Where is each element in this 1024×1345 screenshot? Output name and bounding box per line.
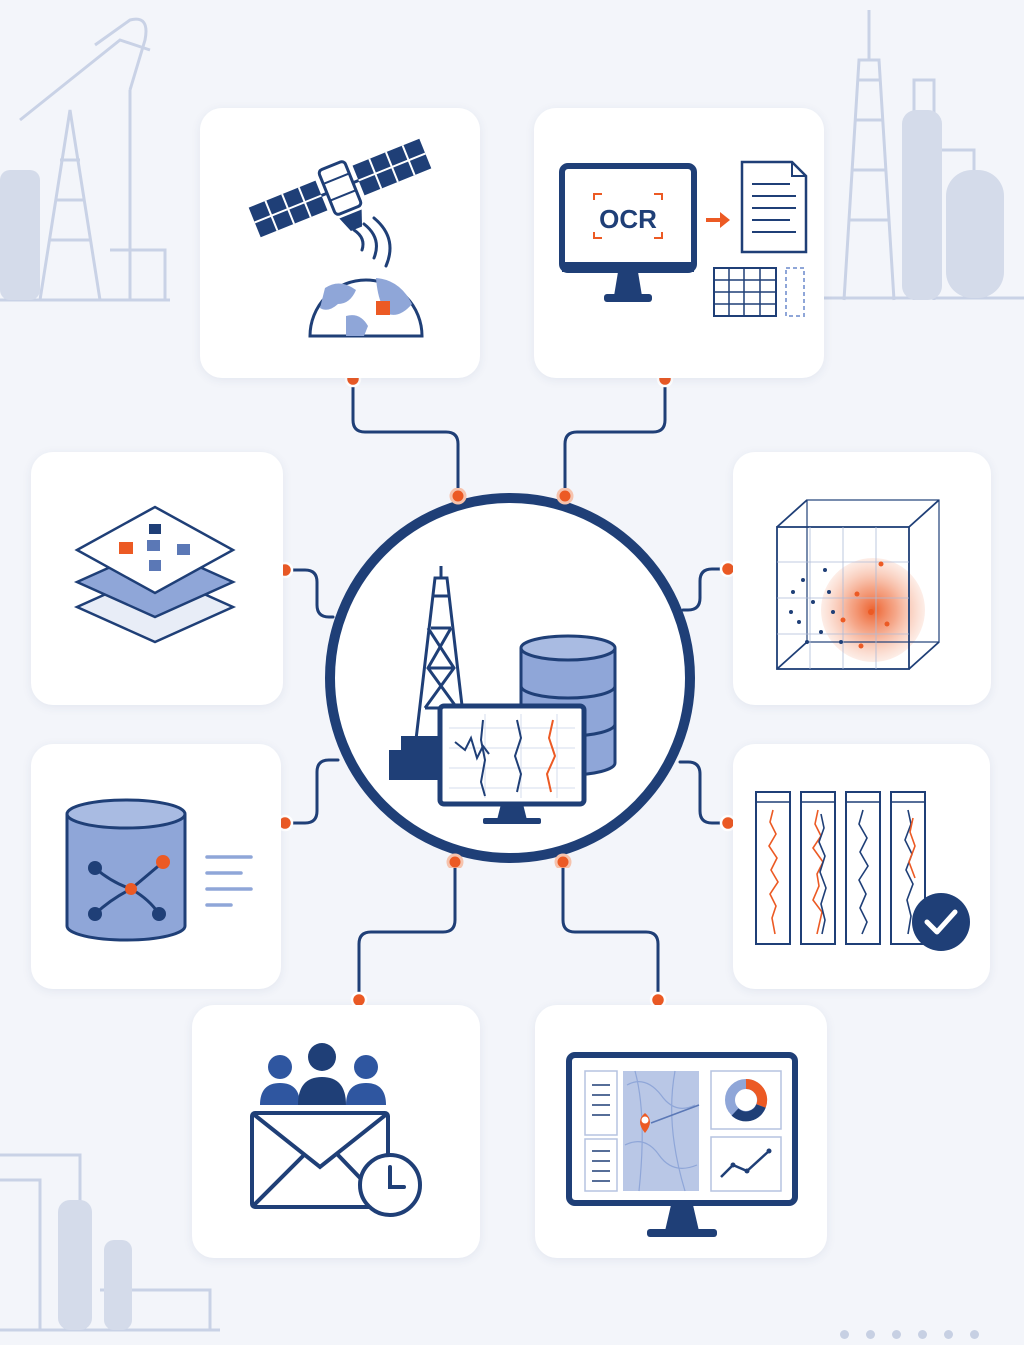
team-email-clock-icon	[250, 1043, 422, 1217]
graph-database-card[interactable]	[31, 744, 281, 989]
3d-heatmap-cube-icon	[776, 499, 940, 670]
team-notification-card[interactable]	[192, 1005, 480, 1258]
pagination-dot[interactable]	[970, 1330, 979, 1339]
map-layers-card[interactable]	[31, 452, 283, 705]
ocr-screen-text: OCR	[599, 204, 657, 234]
map-layers-icon	[73, 505, 237, 644]
graph-database-icon	[65, 798, 253, 942]
pagination-dot[interactable]	[892, 1330, 901, 1339]
ocr-document-icon: OCR	[559, 160, 808, 317]
map-dashboard-card[interactable]	[535, 1005, 827, 1258]
pagination-dot[interactable]	[866, 1330, 875, 1339]
pagination-dot[interactable]	[944, 1330, 953, 1339]
pagination-dots	[840, 1330, 979, 1339]
satellite-globe-icon	[248, 138, 432, 338]
central-hub	[325, 488, 695, 868]
ocr-digitization-card[interactable]: OCR	[534, 108, 824, 378]
pagination-dot[interactable]	[840, 1330, 849, 1339]
well-log-check-icon	[755, 791, 970, 951]
satellite-data-card[interactable]	[200, 108, 480, 378]
seismic-volume-card[interactable]	[733, 452, 991, 705]
map-dashboard-monitor-icon	[566, 1052, 798, 1237]
drilling-rig-database-monitor-icon	[389, 566, 617, 824]
pagination-dot[interactable]	[918, 1330, 927, 1339]
well-log-qc-card[interactable]	[733, 744, 990, 989]
